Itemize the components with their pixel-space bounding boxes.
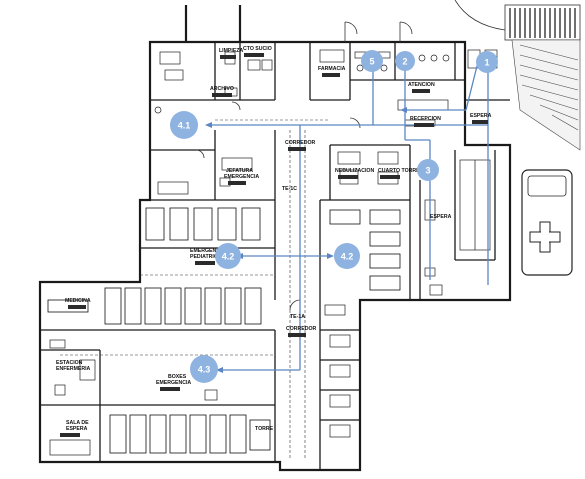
marker-5: 5 — [361, 50, 383, 72]
ambulance-icon — [521, 169, 573, 276]
svg-text:4.1: 4.1 — [178, 121, 191, 131]
label-corredor-1: CORREDOR — [285, 140, 316, 146]
label-jefatura-2: EMERGENCIA — [224, 174, 259, 180]
label-medicina: MEDICINA — [65, 298, 91, 304]
svg-text:3: 3 — [425, 166, 430, 176]
ramp-hatch — [511, 39, 581, 151]
label-recepcion: RECEPCION — [410, 116, 441, 122]
marker-1: 1 — [476, 51, 498, 73]
interior-walls — [40, 42, 510, 470]
label-estacion-2: ENFERMERIA — [56, 366, 91, 372]
stairs-icon — [504, 4, 581, 41]
label-cto-sucio: CTO SUCIO — [243, 46, 272, 52]
svg-text:1: 1 — [484, 58, 489, 68]
label-cuarto-torre: CUARTO TORRE — [378, 168, 420, 174]
arc-path — [454, 0, 506, 31]
outer-walls — [38, 5, 512, 472]
label-emerg-ped-1: EMERGENCIA — [190, 248, 225, 254]
beds — [47, 207, 401, 454]
label-te-1c: TE-1C — [282, 186, 297, 192]
label-emerg-ped-2: PEDIATRICA — [190, 254, 222, 260]
label-sala-1: SALA DE — [66, 420, 89, 426]
label-farmacia: FARMACIA — [318, 66, 346, 72]
marker-4-1: 4.1 — [170, 111, 198, 139]
doors — [195, 21, 413, 311]
room-labels: LIMPIEZA CTO SUCIO FARMACIA ATENCION ARC… — [56, 46, 492, 432]
marker-4-2-left: 4.2 — [215, 243, 241, 269]
label-sala-2: ESPERA — [66, 426, 88, 432]
label-nebulizacion: NEBULIZACION — [335, 168, 374, 174]
label-corredor-2: CORREDOR — [286, 326, 317, 332]
label-archivo: ARCHIVO — [210, 86, 234, 92]
label-boxes-1: BOXES — [168, 374, 187, 380]
svg-text:2: 2 — [402, 57, 407, 67]
label-boxes-2: EMERGENCIA — [156, 380, 191, 386]
svg-text:4.2: 4.2 — [222, 252, 235, 262]
marker-2: 2 — [395, 51, 415, 71]
corridor-lines — [60, 119, 330, 460]
svg-text:4.3: 4.3 — [198, 365, 211, 375]
label-jefatura-1: JEFATURA — [226, 168, 253, 174]
label-te-1a: TE-1A — [290, 314, 305, 320]
label-atencion: ATENCION — [408, 82, 435, 88]
marker-4-3: 4.3 — [190, 355, 218, 383]
label-espera-top: ESPERA — [470, 113, 492, 119]
marker-4-2-right: 4.2 — [334, 243, 360, 269]
label-limpieza: LIMPIEZA — [219, 48, 243, 54]
room-tags — [60, 53, 488, 437]
label-espera-small: ESPERA — [430, 214, 452, 220]
marker-3: 3 — [417, 159, 439, 181]
svg-text:4.2: 4.2 — [341, 252, 354, 262]
label-torre: TORRE — [255, 426, 274, 432]
svg-text:5: 5 — [369, 57, 374, 67]
label-estacion-1: ESTACION — [56, 360, 83, 366]
